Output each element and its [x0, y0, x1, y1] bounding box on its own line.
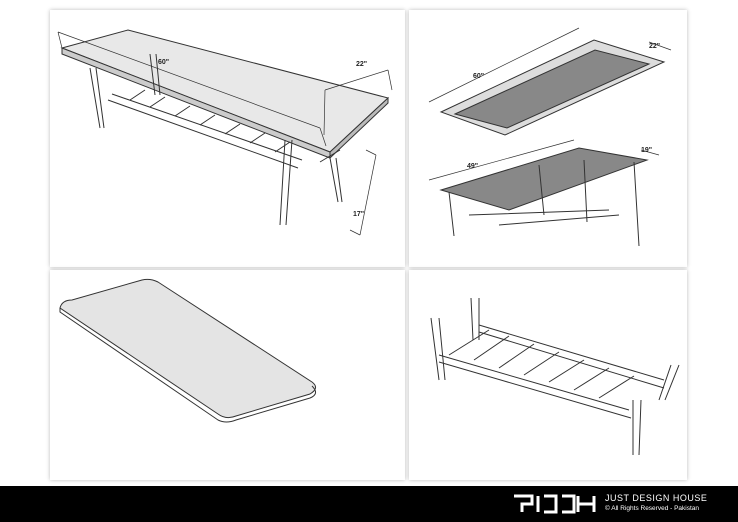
panel-exploded-view: 60" 22" 49" 19" [409, 10, 687, 267]
tabletop-drawing [59, 278, 316, 423]
rights-text: © All Rights Reserved - Pakistan [605, 505, 700, 512]
footer-bar [0, 486, 738, 522]
exploded-table-drawing: 60" 22" 49" 19" [428, 27, 672, 247]
length-dimension-label: 60" [158, 59, 169, 66]
table-base-drawing [430, 297, 680, 456]
panel-base-view [409, 270, 687, 480]
height-dimension-label: 17" [353, 211, 364, 218]
assembled-table-drawing: 60" 22" 17" [57, 29, 393, 236]
panel-tabletop-view [50, 270, 405, 480]
brand-name: JUST DESIGN HOUSE [605, 493, 708, 503]
base-length-label: 49" [467, 163, 478, 170]
jdh-logo [514, 494, 596, 514]
panel-assembled-view: 60" 22" 17" [50, 10, 405, 267]
top-length-label: 60" [473, 73, 484, 80]
width-dimension-label: 22" [356, 61, 367, 68]
base-width-label: 19" [641, 147, 652, 154]
top-width-label: 22" [649, 43, 660, 50]
